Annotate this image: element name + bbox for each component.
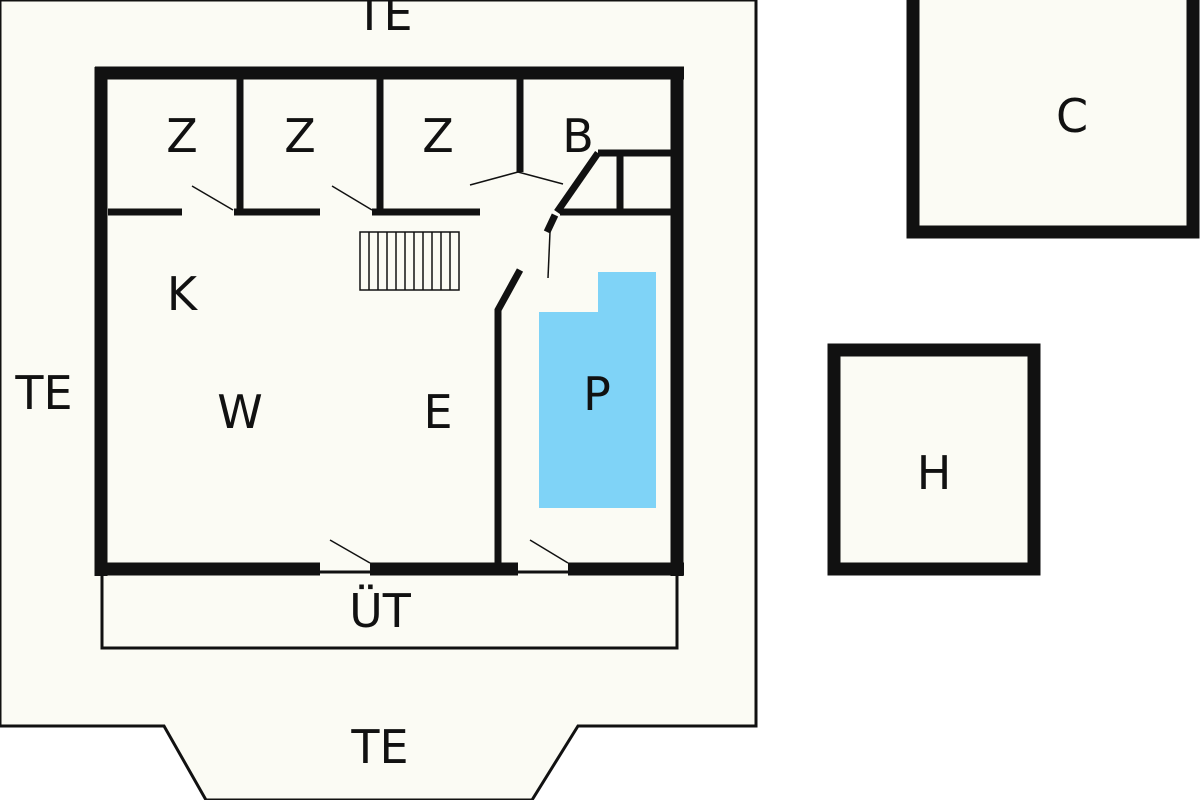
staircase — [359, 231, 460, 291]
porch-ut — [100, 570, 679, 650]
interior-walls — [108, 73, 672, 566]
room-label-z3: Z — [422, 109, 454, 163]
outbuilding-h — [827, 343, 1041, 576]
room-label-w: W — [217, 385, 262, 439]
room-label-k: K — [167, 267, 199, 321]
room-label-z2: Z — [284, 109, 316, 163]
door-swings — [191, 171, 569, 564]
room-label-z1: Z — [166, 109, 198, 163]
room-label-b: B — [562, 109, 594, 163]
room-label-h: H — [917, 446, 952, 500]
room-label-p: P — [583, 367, 611, 421]
room-label-e: E — [423, 385, 452, 439]
terrace-label-bottom: TE — [350, 720, 408, 774]
room-label-c: C — [1056, 89, 1088, 143]
terrace-label-top: TE — [354, 0, 412, 41]
terrace-label-left: TE — [14, 366, 72, 420]
outbuilding-c — [906, 0, 1200, 239]
room-label-ut: ÜT — [349, 584, 412, 638]
exterior-walls — [94, 66, 684, 576]
pool — [539, 272, 656, 508]
